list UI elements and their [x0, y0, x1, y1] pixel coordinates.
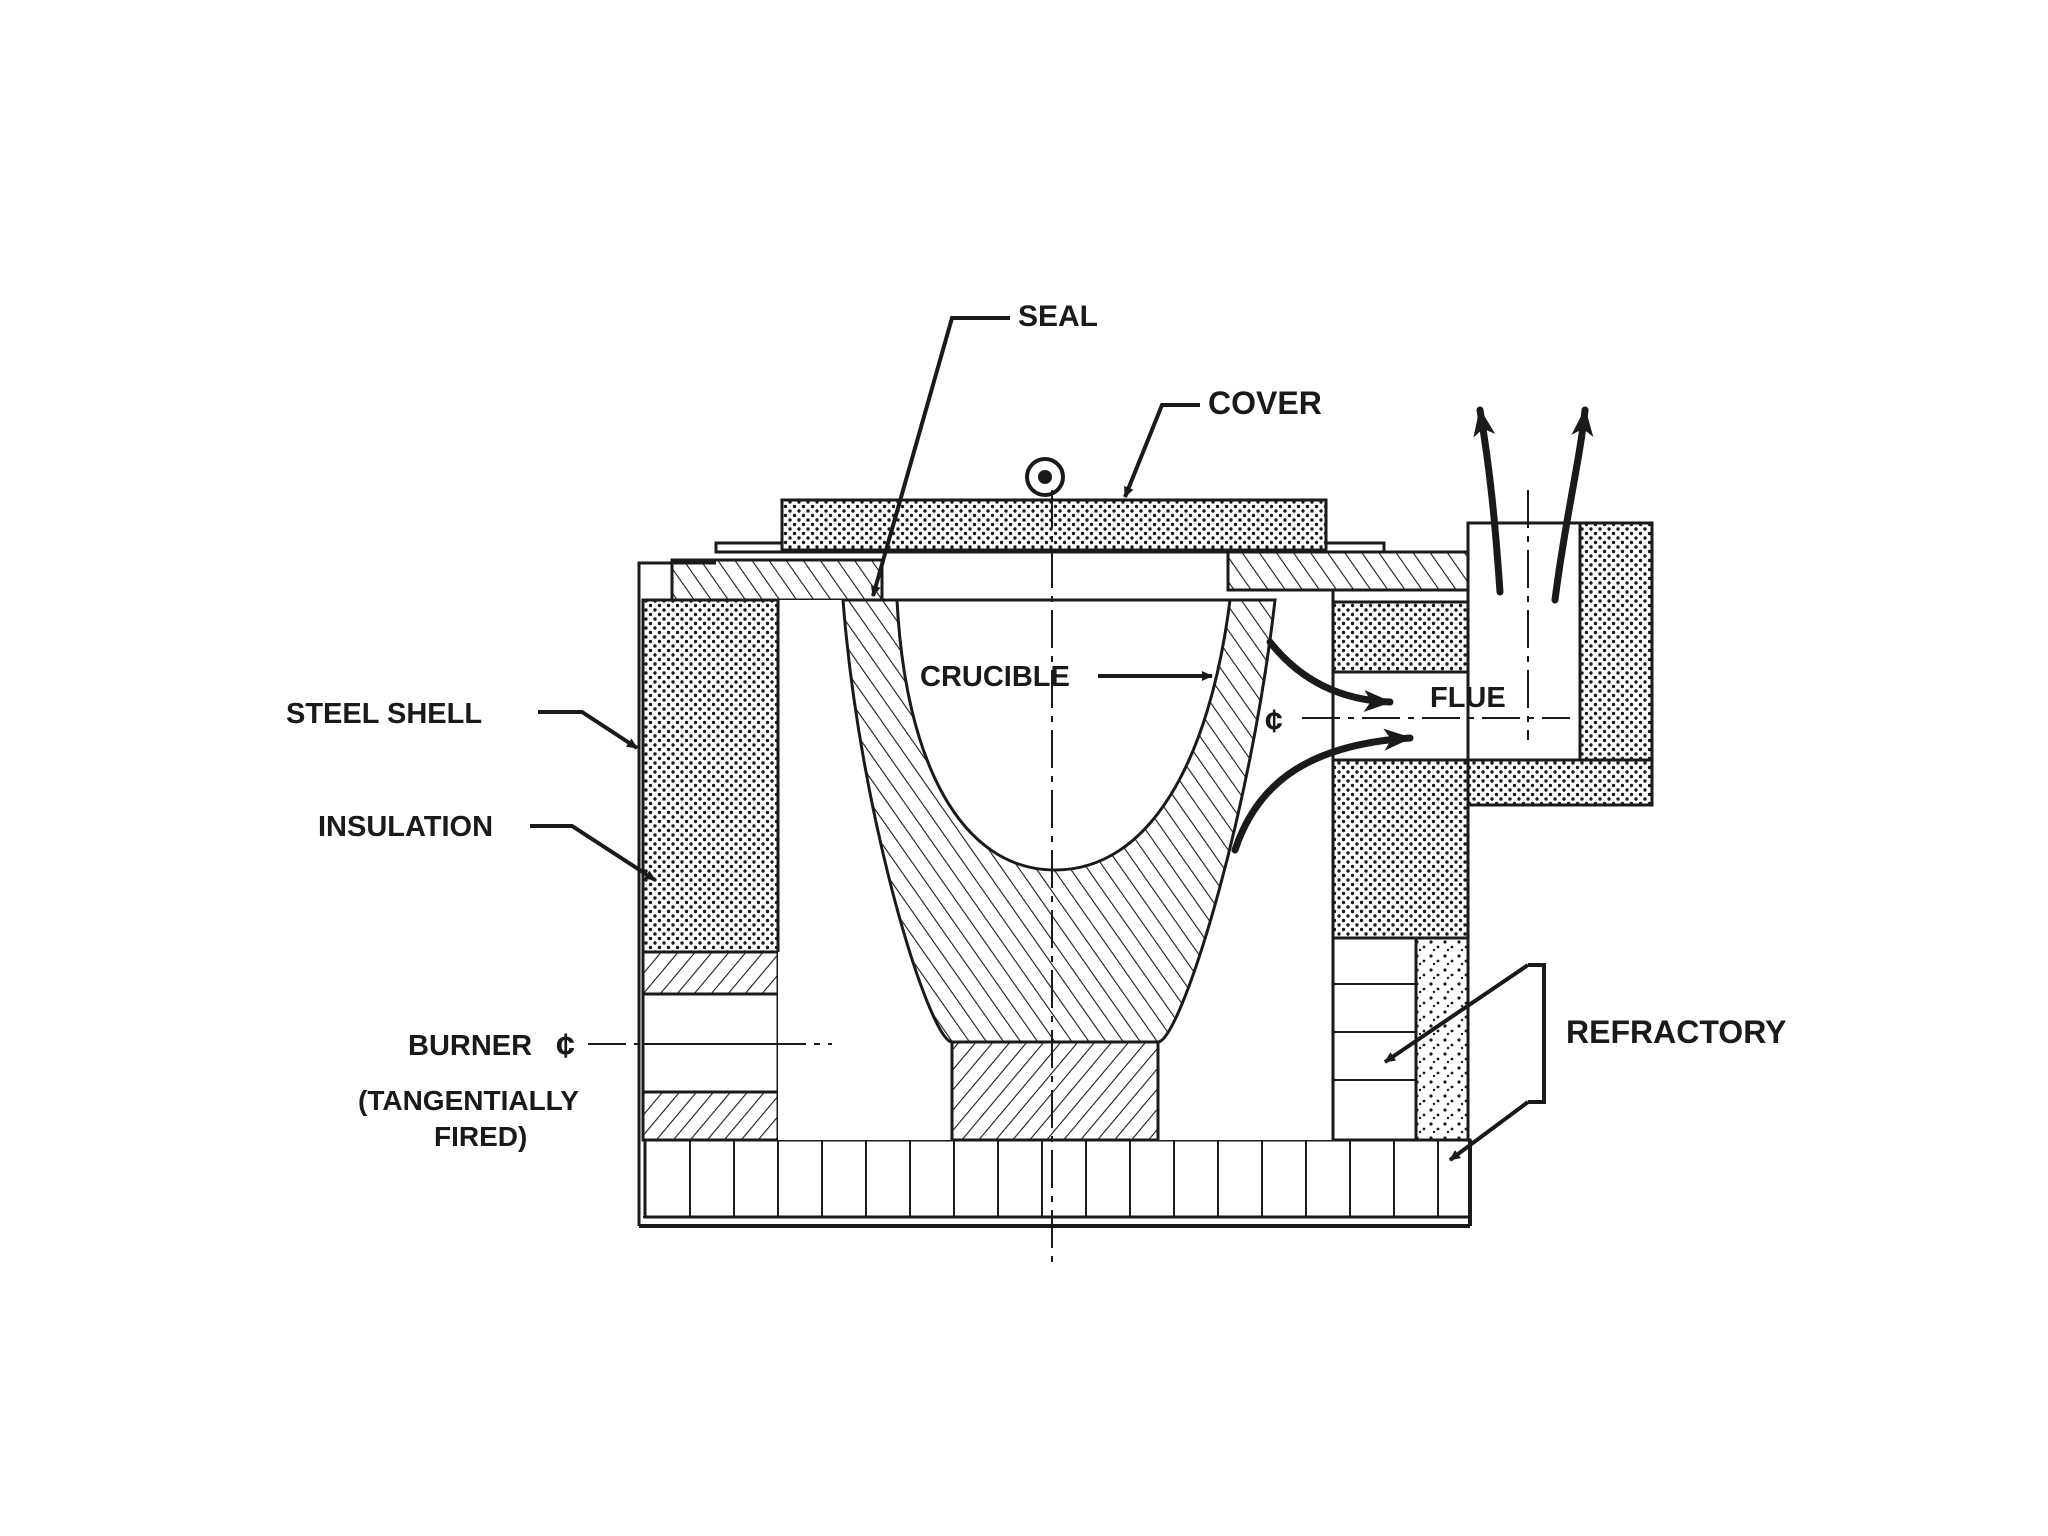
right-top-ledge — [1331, 588, 1470, 604]
label-crucible: CRUCIBLE — [920, 661, 1070, 693]
right-brick-stack — [1331, 936, 1418, 1142]
label-cover: COVER — [1208, 385, 1322, 421]
exhaust-arrow-left — [1473, 406, 1504, 596]
label-steel-shell: STEEL SHELL — [286, 698, 482, 730]
burner-centerline-symbol: ¢ — [556, 1027, 575, 1065]
right-packing — [1414, 936, 1470, 1142]
floor-brick-joints — [689, 1140, 1439, 1217]
label-burner-note-1: (TANGENTIALLY — [358, 1085, 579, 1116]
insulation-right-lower — [1331, 758, 1470, 940]
flow-arrow-lower — [1231, 728, 1414, 854]
crucible-wall — [841, 598, 1277, 1044]
cover-leader — [1123, 403, 1200, 498]
label-refractory: REFRACTORY — [1566, 1014, 1786, 1050]
left-hatched-brick-upper — [641, 950, 780, 996]
insulation-left — [641, 598, 780, 954]
label-burner-note-2: FIRED) — [434, 1121, 527, 1152]
exhaust-arrow-right — [1551, 406, 1594, 604]
seal-leader — [870, 316, 1010, 597]
refractory-floor — [643, 1138, 1472, 1219]
label-burner: BURNER — [408, 1030, 532, 1062]
leader-lines — [530, 316, 1546, 1162]
flow-arrow-upper — [1266, 638, 1394, 712]
flue-bottom-wall — [1466, 758, 1654, 807]
refractory-leader-upper — [1383, 963, 1530, 1064]
refractory-leader-lower — [1448, 1100, 1530, 1162]
seal-ring-left — [670, 558, 884, 602]
insulation-right-upper — [1331, 598, 1470, 674]
centerlines — [588, 490, 1570, 1262]
label-insulation: INSULATION — [318, 811, 493, 843]
flue-centerline-symbol: ¢ — [1265, 703, 1283, 739]
label-flue: FLUE — [1430, 682, 1506, 714]
seal-ring-right — [1226, 550, 1470, 592]
label-seal: SEAL — [1018, 300, 1098, 333]
gas-flow-arrows — [1231, 406, 1594, 854]
cover-slab — [780, 498, 1328, 552]
left-hatched-brick-lower — [641, 1090, 780, 1142]
insulation-leader — [530, 824, 657, 882]
steel-shell-leader — [538, 710, 639, 750]
crucible-pedestal — [950, 1040, 1160, 1142]
furnace-body — [637, 457, 1654, 1228]
refractory-bracket — [1528, 963, 1546, 1104]
